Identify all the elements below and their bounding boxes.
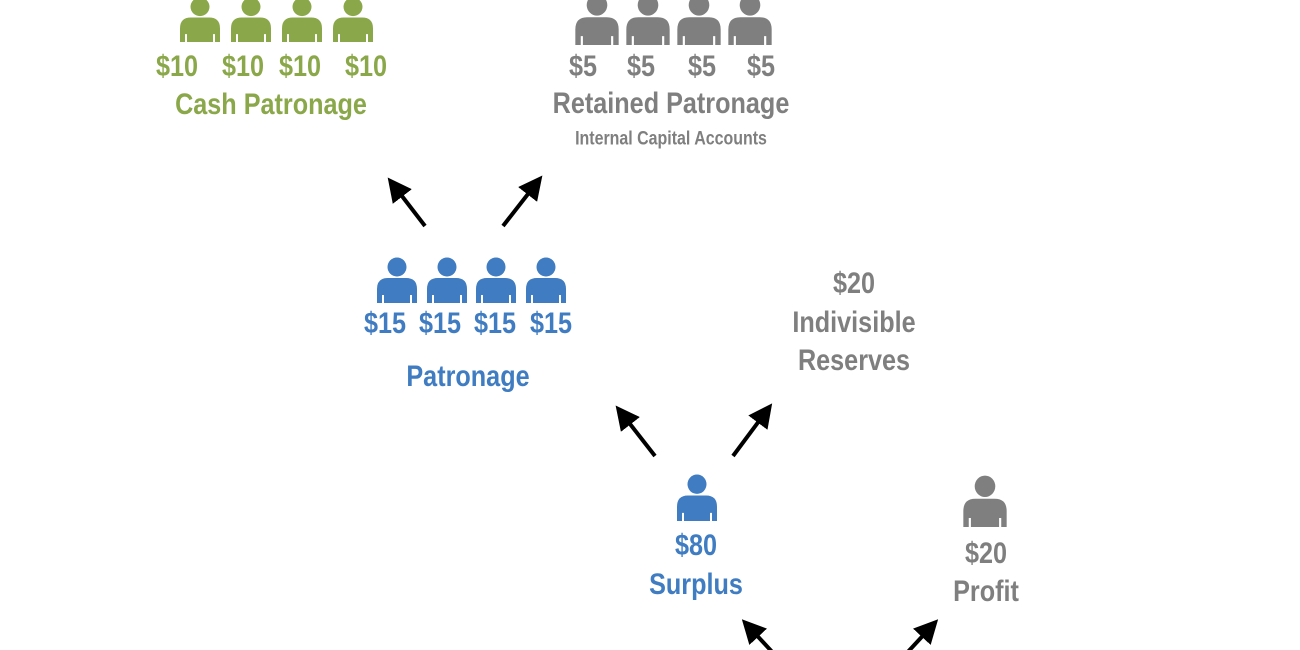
person-icon — [571, 0, 623, 45]
person-icon — [423, 257, 471, 303]
arrow-to-profit — [906, 619, 939, 650]
person-icon — [373, 257, 421, 303]
person-icon — [522, 257, 570, 303]
person-icon — [278, 0, 326, 42]
reserves-line1: Indivisible — [792, 306, 916, 339]
patronage-amount: $15 — [529, 307, 573, 340]
arrow-to-retained-patronage — [501, 175, 543, 228]
person-icon — [227, 0, 275, 42]
retained-amount: $5 — [626, 50, 656, 83]
person-icon — [673, 0, 725, 45]
reserves-line2: Reserves — [797, 344, 911, 377]
retained-amount: $5 — [687, 50, 717, 83]
person-icon — [176, 0, 224, 42]
person-icon — [472, 257, 520, 303]
surplus-amount: $80 — [674, 529, 718, 562]
patronage-amount: $15 — [363, 307, 407, 340]
person-icon — [724, 0, 776, 45]
reserves-amount: $20 — [832, 267, 876, 300]
person-icon — [622, 0, 674, 45]
patronage-amount: $15 — [473, 307, 517, 340]
cash-amount: $10 — [344, 50, 388, 83]
person-icon — [329, 0, 377, 42]
cash-patronage-title: Cash Patronage — [175, 88, 367, 121]
person-icon — [673, 474, 721, 521]
cash-amount: $10 — [155, 50, 199, 83]
patronage-title: Patronage — [406, 360, 530, 393]
person-icon — [959, 475, 1011, 527]
retained-amount: $5 — [746, 50, 776, 83]
profit-amount: $20 — [964, 537, 1008, 570]
arrow-to-reserves — [731, 403, 773, 458]
arrow-to-cash-patronage — [387, 177, 427, 228]
profit-title: Profit — [953, 575, 1019, 608]
patronage-amount: $15 — [418, 307, 462, 340]
surplus-title: Surplus — [649, 568, 743, 601]
cash-amount: $10 — [278, 50, 322, 83]
retained-patronage-title: Retained Patronage — [552, 87, 790, 120]
retained-patronage-subtitle: Internal Capital Accounts — [575, 128, 767, 150]
arrow-to-patronage — [615, 405, 657, 458]
retained-amount: $5 — [568, 50, 598, 83]
cash-amount: $10 — [221, 50, 265, 83]
arrow-to-surplus — [741, 619, 774, 650]
